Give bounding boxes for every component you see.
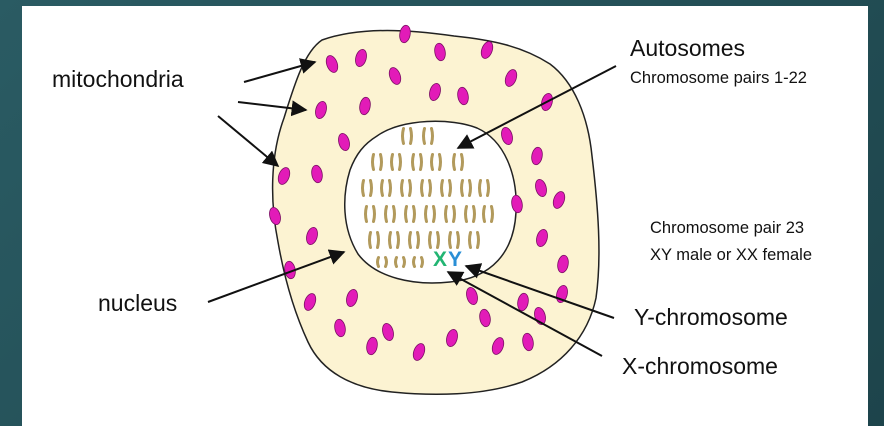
autosome [411, 129, 412, 144]
autosome [458, 233, 459, 248]
autosome [446, 207, 447, 222]
autosome [434, 207, 435, 222]
autosome [421, 155, 422, 170]
autosome [390, 181, 391, 196]
autosome [480, 181, 481, 196]
nucleus [345, 121, 516, 283]
autosome [392, 155, 393, 170]
autosome [386, 258, 387, 267]
autosome [466, 207, 467, 222]
x-chromosome-glyph: X [433, 248, 447, 271]
autosome [410, 181, 411, 196]
autosome [374, 207, 375, 222]
autosome [422, 181, 423, 196]
autosome [394, 207, 395, 222]
label-pair23-line2: XY male or XX female [650, 246, 812, 265]
autosome [470, 233, 471, 248]
autosome [474, 207, 475, 222]
autosome [440, 155, 441, 170]
autosome [478, 233, 479, 248]
autosome [424, 129, 425, 144]
autosome [450, 181, 451, 196]
autosome [373, 155, 374, 170]
autosome [430, 181, 431, 196]
label-autosomes-sub: Chromosome pairs 1-22 [630, 69, 807, 88]
autosome [442, 181, 443, 196]
autosome [414, 207, 415, 222]
label-autosomes: Autosomes [630, 35, 745, 62]
autosome [430, 233, 431, 248]
autosome [470, 181, 471, 196]
autosome [418, 233, 419, 248]
label-x-chromosome: X-chromosome [622, 353, 778, 380]
autosome [390, 233, 391, 248]
autosome [414, 258, 415, 267]
autosome [381, 155, 382, 170]
autosome [454, 207, 455, 222]
autosome [426, 207, 427, 222]
autosome [398, 233, 399, 248]
autosome [400, 155, 401, 170]
autosome [413, 155, 414, 170]
label-y-chromosome: Y-chromosome [634, 304, 788, 331]
autosome [363, 181, 364, 196]
autosome [406, 207, 407, 222]
autosome [382, 181, 383, 196]
autosome [432, 129, 433, 144]
slide: X Y mitochondria nucleus Autosomes Chrom… [22, 6, 868, 426]
autosome [422, 258, 423, 267]
label-mitochondria: mitochondria [52, 66, 184, 93]
autosome [371, 181, 372, 196]
autosome [462, 181, 463, 196]
autosome [410, 233, 411, 248]
autosome [378, 233, 379, 248]
label-nucleus: nucleus [98, 290, 177, 317]
autosome [366, 207, 367, 222]
y-chromosome-glyph: Y [448, 248, 462, 271]
autosome [492, 207, 493, 222]
autosome [488, 181, 489, 196]
autosome [450, 233, 451, 248]
autosome [396, 258, 397, 267]
autosome [386, 207, 387, 222]
autosome [402, 181, 403, 196]
autosome [432, 155, 433, 170]
autosome [462, 155, 463, 170]
autosome [404, 258, 405, 267]
autosome [403, 129, 404, 144]
autosome [370, 233, 371, 248]
autosome [438, 233, 439, 248]
label-pair23-line1: Chromosome pair 23 [650, 219, 804, 238]
autosome [378, 258, 379, 267]
arrow-mitochondria-3 [218, 116, 278, 166]
autosome [454, 155, 455, 170]
autosome [484, 207, 485, 222]
